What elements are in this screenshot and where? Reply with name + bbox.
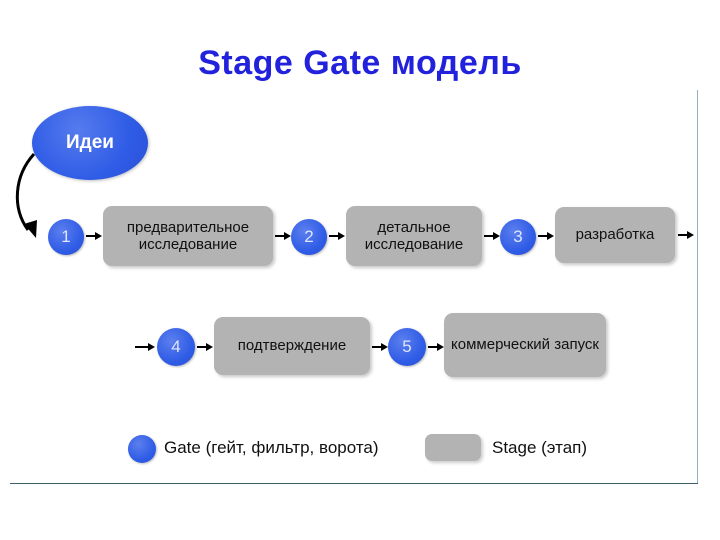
arrow-gate1-to-stage1 [86,230,102,242]
legend-stage-swatch [425,434,481,461]
stage-4-label: подтверждение [237,337,347,355]
gate-5[interactable]: 5 [388,328,426,366]
start-node-label: Идеи [66,132,114,153]
gate-3-label: 3 [513,227,523,246]
stage-1-label: предварительное исследование [126,218,250,253]
arrow-stage4-to-gate5 [372,341,388,353]
stage-2[interactable]: детальное исследование [346,206,482,266]
gate-4[interactable]: 4 [157,328,195,366]
stage-1[interactable]: предварительное исследование [103,206,273,266]
arrow-gate2-to-stage2 [329,230,345,242]
stage-5[interactable]: коммерческий запуск [444,313,606,377]
legend-stage-label: Stage (этап) [492,438,588,457]
page-title: Stage Gate модель [198,44,522,82]
legend-gate-label: Gate (гейт, фильтр, ворота) [164,438,379,457]
arrow-gate3-to-stage3 [538,230,554,242]
curved-arrow-ideas-to-gate1 [10,150,100,260]
gate-4-label: 4 [171,337,181,356]
arrow-stage3-to-row2 [678,229,694,241]
gate-1-label: 1 [61,227,71,246]
arrow-stage1-to-gate2 [275,230,291,242]
arrow-stage2-to-gate3 [484,230,500,242]
frame-horizontal-line [10,483,698,484]
stage-2-label: детальное исследование [364,218,464,253]
arrow-into-gate4 [135,341,155,353]
arrow-gate5-to-stage5 [428,341,444,353]
legend-gate-swatch [128,435,156,463]
frame-vertical-line [697,90,698,484]
start-node-ideas[interactable]: Идеи [32,106,148,180]
stage-3-label: разработка [575,226,655,244]
stage-4[interactable]: подтверждение [214,317,370,375]
gate-5-label: 5 [402,337,412,356]
gate-1[interactable]: 1 [48,219,84,255]
arrow-gate4-to-stage4 [197,341,213,353]
gate-2[interactable]: 2 [291,219,327,255]
stage-5-label: коммерческий запуск [451,336,599,354]
gate-3[interactable]: 3 [500,219,536,255]
gate-2-label: 2 [304,227,314,246]
stage-3[interactable]: разработка [555,207,675,263]
